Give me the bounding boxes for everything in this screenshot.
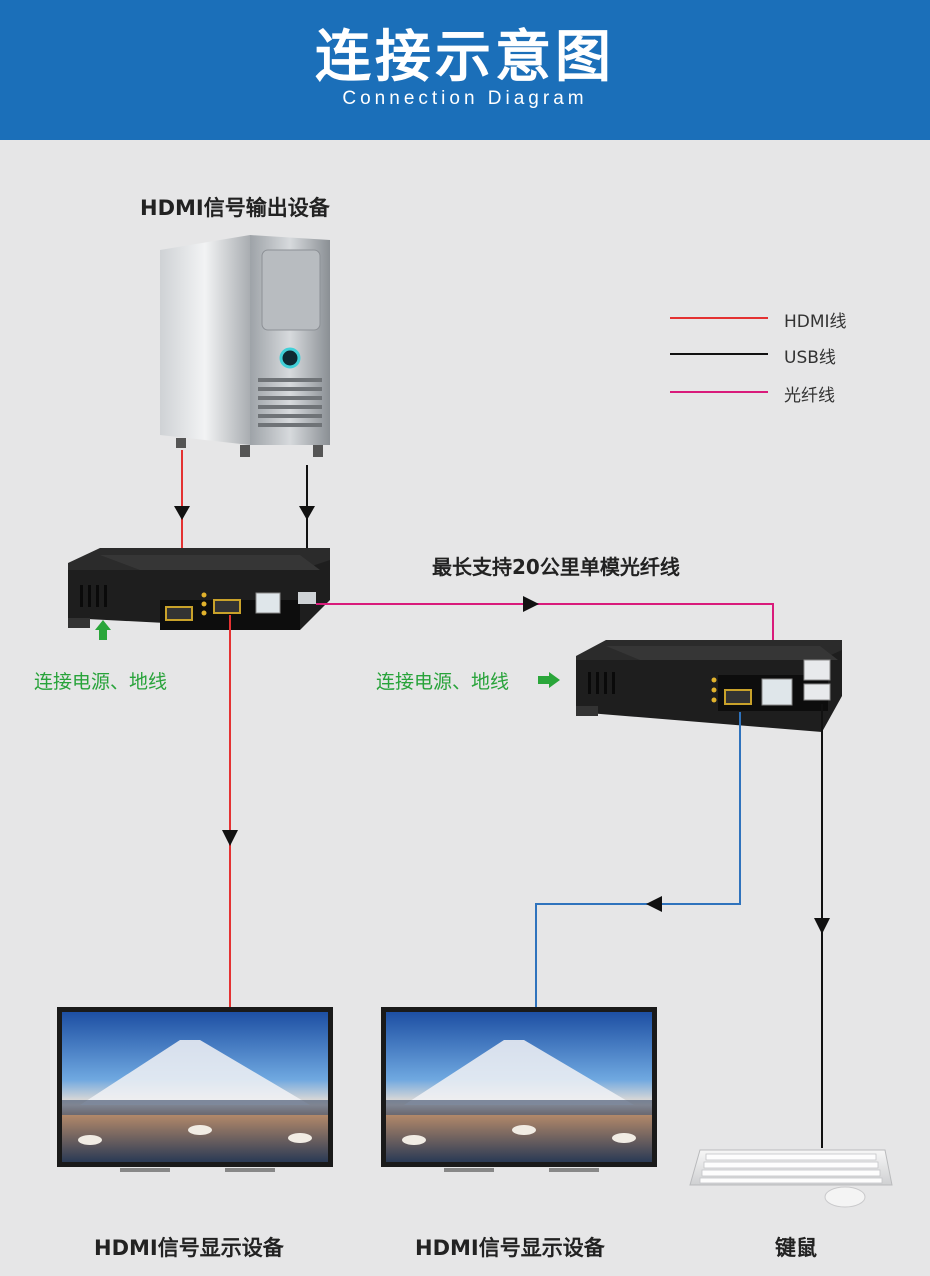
- legend-fiber-label: 光纤线: [784, 386, 835, 406]
- page-subtitle: Connection Diagram: [342, 88, 588, 109]
- arrow-down-icon: [814, 918, 830, 934]
- power-label-right: 连接电源、地线: [376, 671, 510, 693]
- pc-tower: [160, 235, 330, 457]
- keyboard-mouse-label: 键鼠: [775, 1236, 817, 1260]
- display-right-label: HDMI信号显示设备: [415, 1236, 605, 1260]
- arrow-down-icon: [299, 506, 315, 520]
- arrow-down-icon: [174, 506, 190, 520]
- tv-right: [381, 1007, 657, 1172]
- hdmi-cable-output-right: [535, 712, 741, 1008]
- legend-hdmi-label: HDMI线: [784, 312, 847, 332]
- display-left-label: HDMI信号显示设备: [94, 1236, 284, 1260]
- source-device-label: HDMI信号输出设备: [140, 196, 330, 220]
- keyboard-icon: [689, 1149, 893, 1186]
- green-up-arrow-icon: [95, 620, 111, 640]
- legend-usb-label: USB线: [784, 348, 836, 368]
- fiber-transmitter: [68, 548, 330, 630]
- arrow-down-icon: [222, 830, 238, 846]
- mouse-icon: [824, 1186, 866, 1208]
- power-label-left: 连接电源、地线: [34, 671, 168, 693]
- header-banner: 连接示意图 Connection Diagram: [0, 0, 930, 140]
- green-right-arrow-icon: [538, 672, 560, 688]
- arrow-left-icon: [646, 896, 662, 912]
- arrow-right-icon: [523, 596, 539, 612]
- page-title: 连接示意图: [315, 25, 615, 90]
- tv-left: [57, 1007, 333, 1172]
- distance-label: 最长支持20公里单模光纤线: [432, 555, 680, 579]
- fiber-receiver: [576, 640, 842, 732]
